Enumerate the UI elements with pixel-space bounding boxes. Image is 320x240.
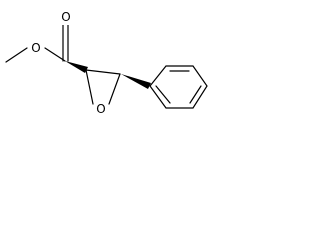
carbonyl-oxygen-label: O — [61, 10, 70, 24]
bond-c2-epoxide-oxygen — [85, 69, 94, 105]
bond-c3-epoxide-oxygen — [108, 73, 121, 105]
carbonyl-oxygen-label-bg — [59, 9, 73, 25]
epoxide-oxygen-label: O — [96, 102, 105, 116]
epoxide-oxygen-label-bg — [94, 101, 108, 117]
bond-oxygen-carbonyl — [44, 47, 66, 62]
chemical-structure: O O O — [5, 9, 208, 117]
bond-c2-c3 — [85, 69, 121, 75]
wedge-bond-c3-phenyl — [121, 74, 151, 89]
wedge-bond-carbonyl-c2 — [65, 61, 88, 73]
phenyl-inner-bond-3 — [155, 85, 171, 104]
ester-oxygen-label-bg — [29, 40, 43, 56]
phenyl-inner-bond-2 — [189, 85, 202, 104]
phenyl-ring — [149, 65, 208, 109]
ester-oxygen-label: O — [31, 41, 40, 55]
bond-methyl-oxygen — [5, 47, 28, 63]
